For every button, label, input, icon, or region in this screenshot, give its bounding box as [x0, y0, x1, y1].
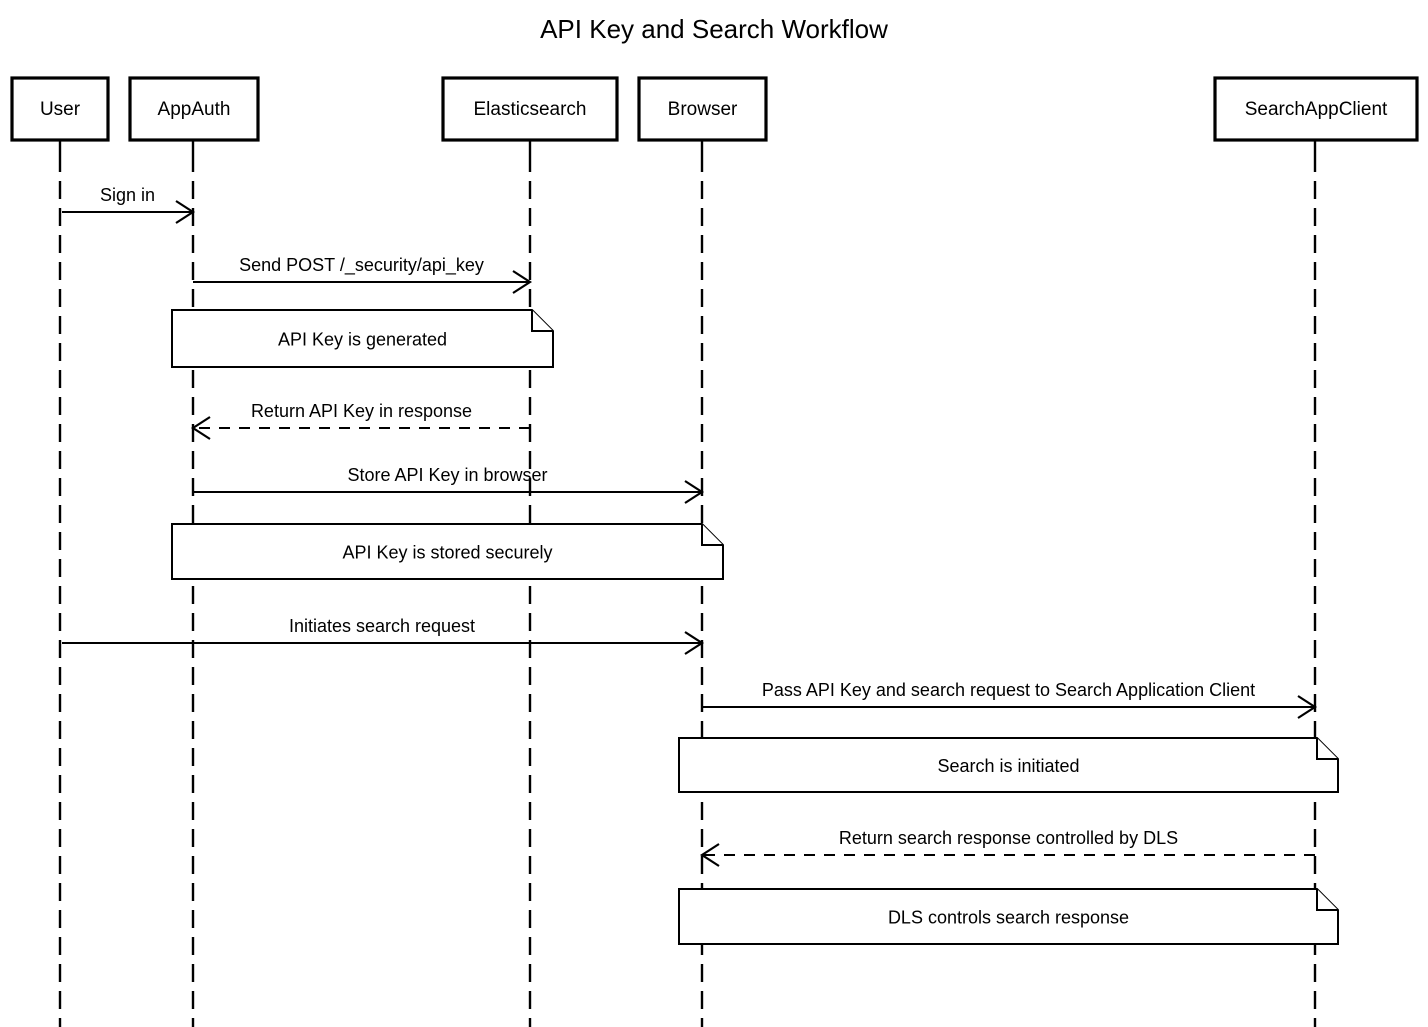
message-label: Return API Key in response	[251, 401, 472, 421]
note-label: Search is initiated	[937, 756, 1079, 776]
arrow-head-icon	[699, 843, 720, 867]
note-fold-corner-icon	[701, 524, 723, 546]
note-fold-corner-icon	[1316, 738, 1338, 760]
messages-group: Sign in Send POST /_security/api_keyRetur…	[62, 185, 1318, 867]
arrow-head-icon	[1297, 695, 1318, 719]
participant-label-searchappclient: SearchAppClient	[1245, 99, 1388, 120]
message-m4[interactable]: Store API Key in browser	[193, 465, 705, 504]
note-body	[171, 309, 554, 368]
arrow-head-icon	[684, 631, 705, 655]
note-n3: Search is initiated	[678, 737, 1339, 793]
arrow-head-icon	[175, 200, 196, 224]
message-m3[interactable]: Return API Key in response	[190, 401, 530, 440]
message-m2[interactable]: Send POST /_security/api_key	[193, 255, 533, 294]
note-fold-corner-icon	[1316, 889, 1338, 911]
participant-browser[interactable]: Browser	[637, 76, 768, 142]
message-label: Return search response controlled by DLS	[839, 828, 1178, 848]
participant-appauth[interactable]: AppAuth	[128, 76, 260, 142]
participant-label-elasticsearch: Elasticsearch	[474, 99, 587, 120]
note-n1: API Key is generated	[171, 309, 554, 368]
arrow-head-icon	[190, 416, 211, 440]
note-body	[171, 523, 724, 580]
message-label: Sign in	[100, 185, 155, 205]
message-m6[interactable]: Pass API Key and search request to Searc…	[702, 680, 1318, 719]
message-label: Pass API Key and search request to Searc…	[762, 680, 1255, 700]
note-label: API Key is stored securely	[342, 543, 552, 563]
message-label: Initiates search request	[289, 616, 475, 636]
arrow-head-icon	[512, 270, 533, 294]
lifelines-group	[58, 140, 1317, 1027]
participant-label-appauth: AppAuth	[158, 99, 231, 120]
participant-user[interactable]: User	[10, 76, 110, 142]
note-body	[678, 888, 1339, 945]
note-n2: API Key is stored securely	[171, 523, 724, 580]
message-m1[interactable]: Sign in	[62, 185, 196, 224]
message-m5[interactable]: Initiates search request	[62, 616, 705, 655]
participant-searchappclient[interactable]: SearchAppClient	[1213, 76, 1419, 142]
participant-label-browser: Browser	[668, 99, 738, 120]
message-m7[interactable]: Return search response controlled by DLS	[699, 828, 1315, 867]
arrow-head-icon	[684, 480, 705, 504]
note-body	[678, 737, 1339, 793]
participants-group: User AppAuth Elasticsearch Browser SearchApp…	[10, 76, 1419, 142]
note-n4: DLS controls search response	[678, 888, 1339, 945]
note-fold-corner-icon	[531, 310, 553, 332]
note-label: API Key is generated	[278, 330, 447, 350]
page-title: API Key and Search Workflow	[540, 14, 888, 44]
participant-elasticsearch[interactable]: Elasticsearch	[441, 76, 619, 142]
message-label: Store API Key in browser	[347, 465, 547, 485]
message-label: Send POST /_security/api_key	[239, 255, 484, 276]
participant-label-user: User	[40, 99, 81, 120]
note-label: DLS controls search response	[888, 908, 1129, 928]
